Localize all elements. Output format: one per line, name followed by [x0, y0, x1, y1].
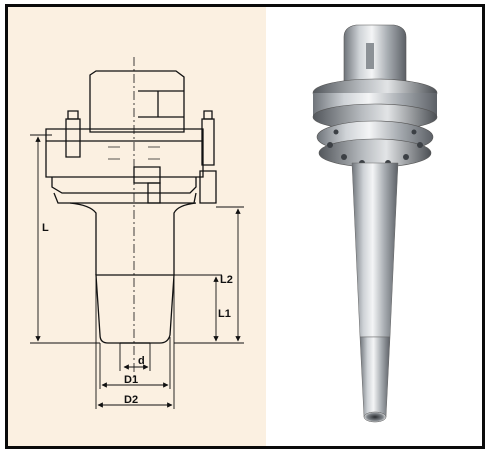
dim-label-d: d	[138, 355, 145, 367]
section-hatch	[108, 146, 160, 160]
shank-slot	[366, 43, 374, 69]
collet-bore	[363, 411, 387, 423]
dim-label-L1: L1	[218, 308, 231, 320]
product-photo-panel	[266, 7, 482, 446]
dimension-lines	[30, 134, 244, 409]
shank-top	[343, 24, 407, 86]
nose-taper	[359, 336, 391, 418]
dim-label-D2: D2	[124, 394, 138, 406]
technical-drawing-panel: L L2 L1 d D1 D2	[8, 7, 266, 446]
technical-drawing: L L2 L1 d D1 D2	[30, 57, 244, 409]
dim-label-D1: D1	[124, 374, 138, 386]
dim-label-L: L	[42, 222, 49, 234]
figure-frame: L L2 L1 d D1 D2	[5, 4, 485, 449]
holder-outline	[45, 70, 217, 344]
tool-holder-photo	[312, 24, 438, 423]
body-taper	[351, 162, 399, 338]
dim-label-L2: L2	[220, 274, 233, 286]
